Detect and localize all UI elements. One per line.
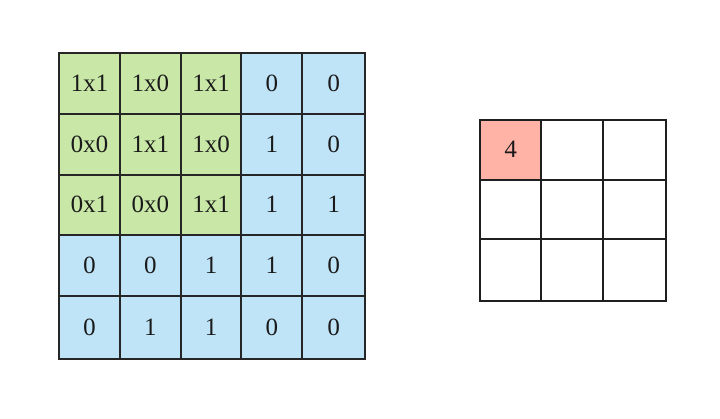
input-cell-r4c3: 1: [181, 236, 243, 298]
input-cell-r4c2: 0: [120, 236, 182, 298]
output-cell-r2c1: [481, 180, 543, 241]
output-cell-r3c2: [542, 240, 604, 301]
output-cell-r1c2: [542, 121, 604, 181]
input-cell-r2c1: 0x0: [60, 114, 121, 176]
input-cell-r5c2: 1: [120, 297, 182, 358]
output-cell-r3c1: [481, 240, 543, 301]
input-cell-r1c1: 1x1: [60, 54, 121, 115]
input-cell-r1c2: 1x0: [120, 54, 182, 115]
input-cell-r5c3: 1: [181, 297, 243, 358]
input-cell-r3c3: 1x1: [181, 175, 243, 237]
input-cell-r3c2: 0x0: [120, 175, 182, 237]
output-feature-map: 4: [479, 119, 667, 303]
output-cell-r3c3: [603, 240, 665, 301]
input-cell-r2c2: 1x1: [120, 114, 182, 176]
input-cell-r1c5: 0: [303, 54, 364, 115]
input-cell-r2c4: 1: [242, 114, 304, 176]
input-cell-r5c5: 0: [303, 297, 364, 358]
input-cell-r1c3: 1x1: [181, 54, 243, 115]
input-cell-r4c5: 0: [303, 236, 364, 298]
input-cell-r5c4: 0: [242, 297, 304, 358]
input-cell-r1c4: 0: [242, 54, 304, 115]
output-cell-r2c2: [542, 180, 604, 241]
input-cell-r2c5: 0: [303, 114, 364, 176]
output-cell-r1c1: 4: [481, 121, 543, 181]
output-cell-r1c3: [603, 121, 665, 181]
input-cell-r5c1: 0: [60, 297, 121, 358]
input-cell-r4c1: 0: [60, 236, 121, 298]
input-cell-r4c4: 1: [242, 236, 304, 298]
input-cell-r3c4: 1: [242, 175, 304, 237]
input-cell-r3c5: 1: [303, 175, 364, 237]
input-cell-r3c1: 0x1: [60, 175, 121, 237]
output-cell-r2c3: [603, 180, 665, 241]
input-cell-r2c3: 1x0: [181, 114, 243, 176]
